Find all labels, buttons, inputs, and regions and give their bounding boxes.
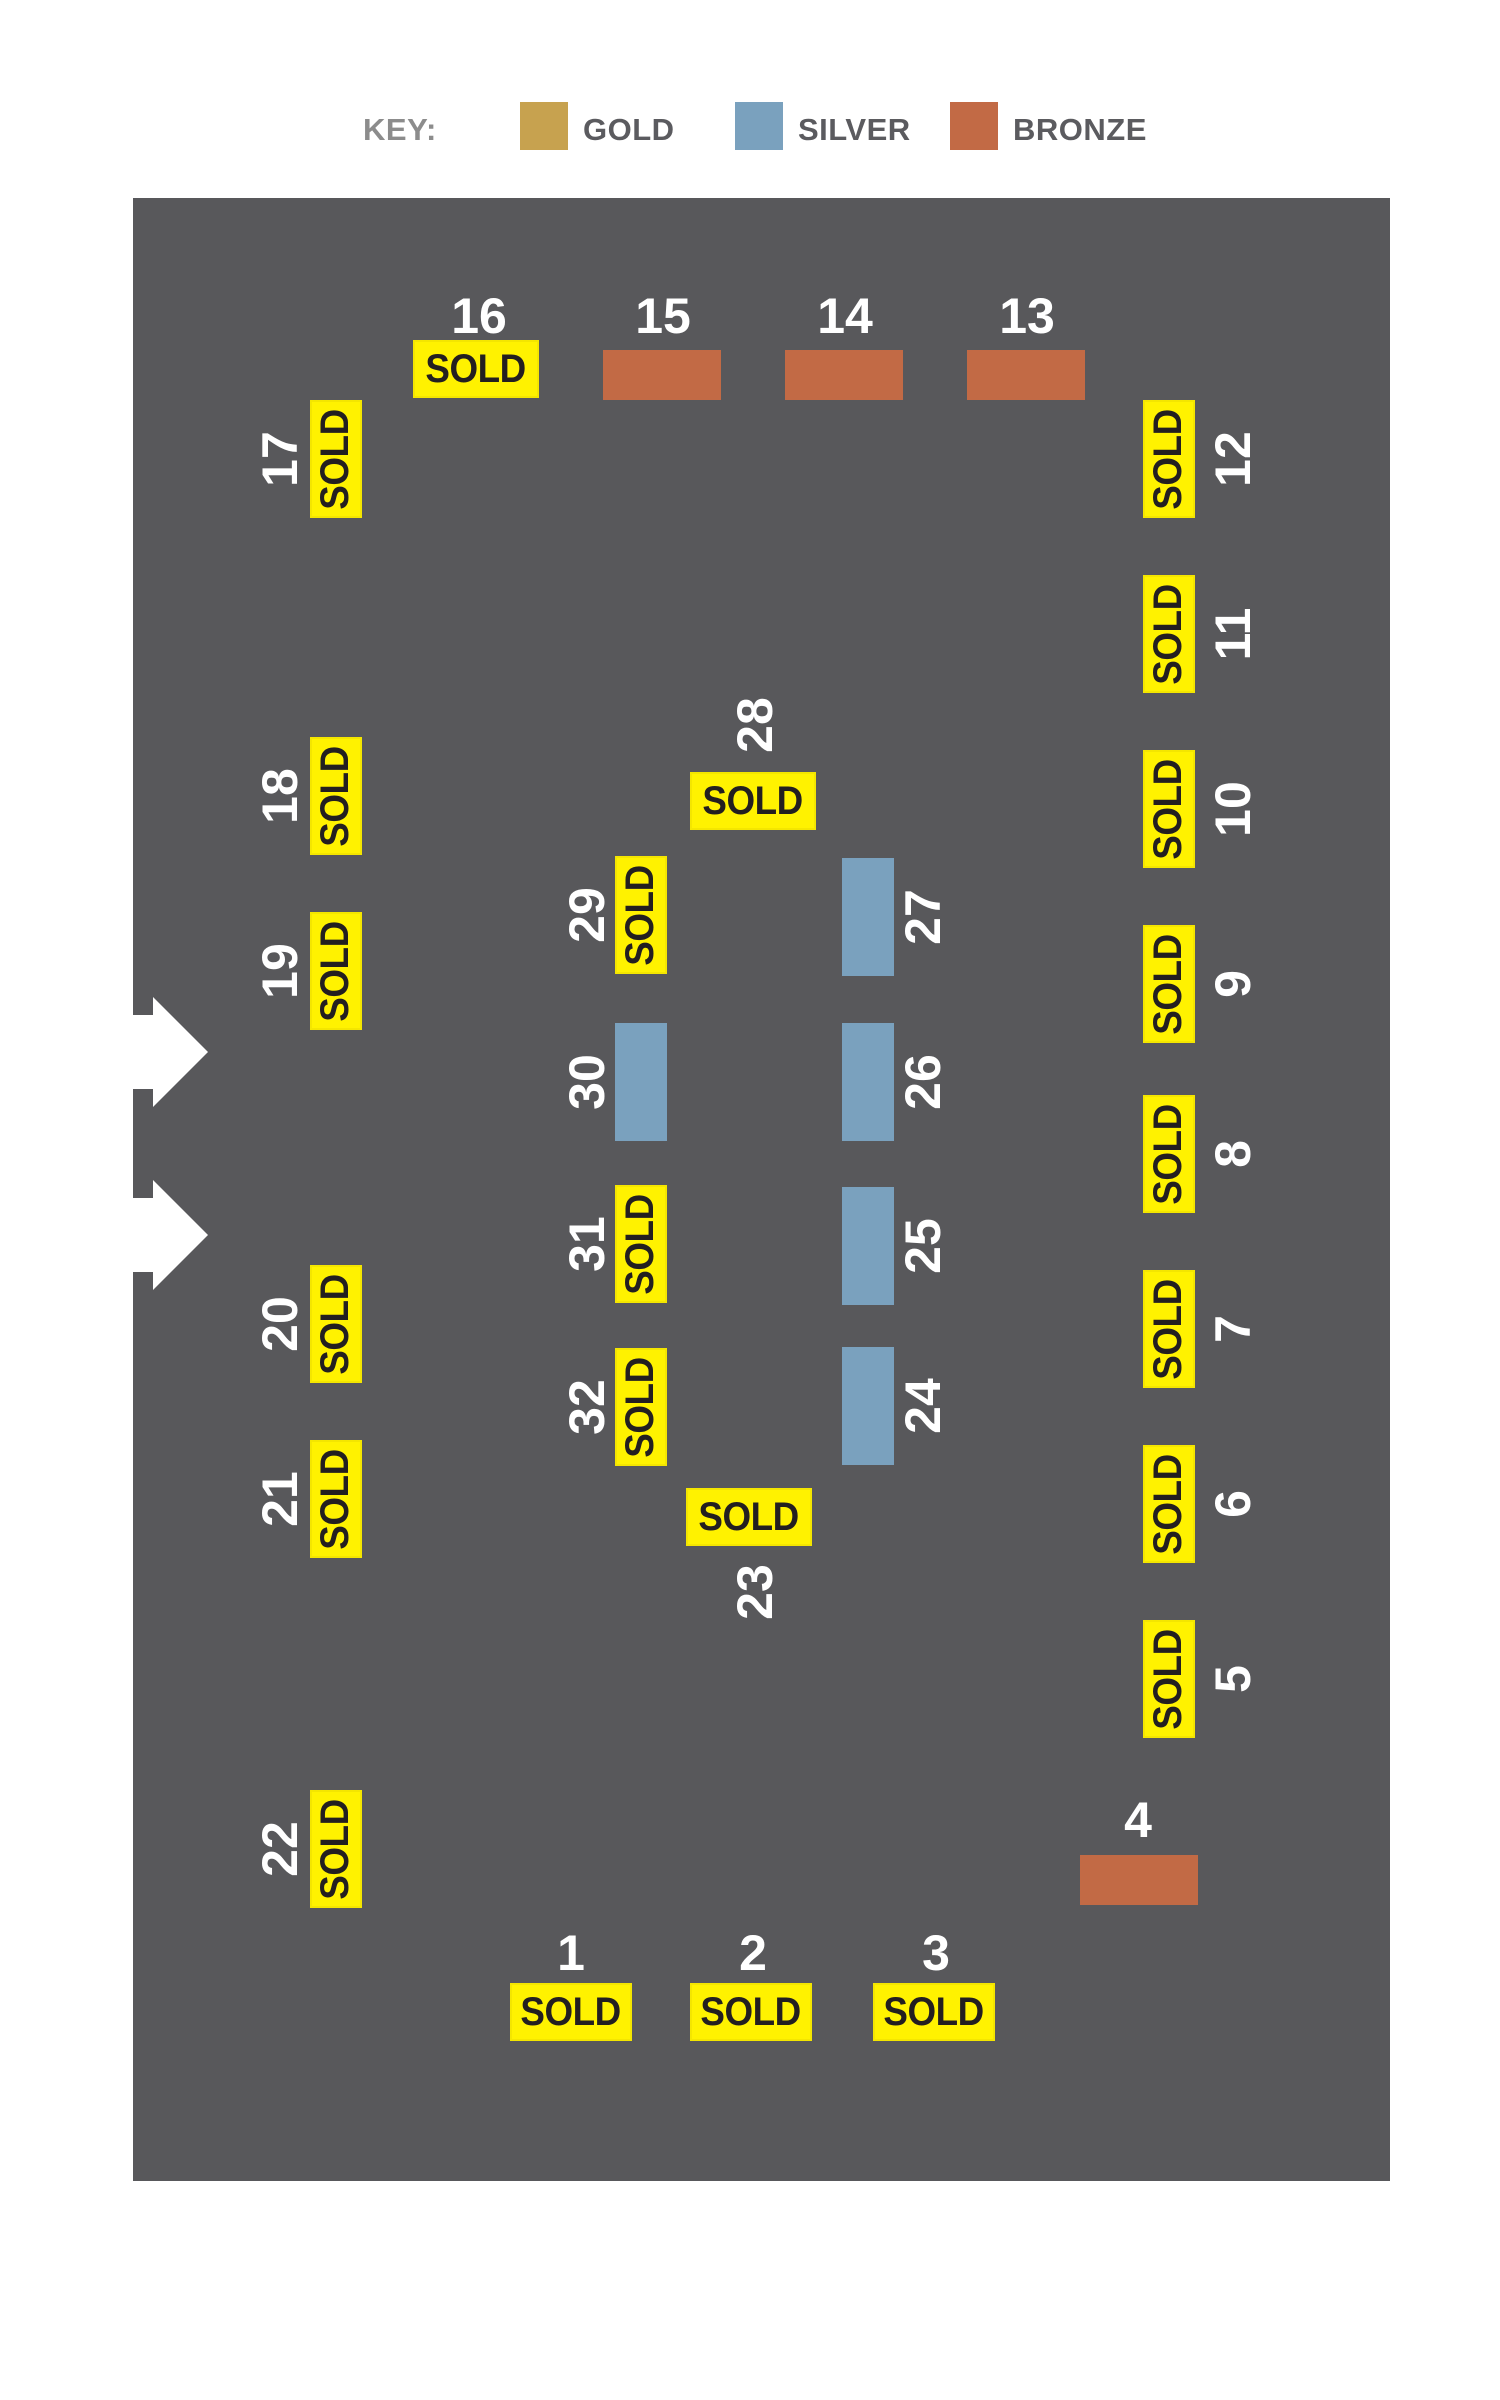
gold-key-label: GOLD <box>583 112 675 147</box>
booth-number: 6 <box>1205 1490 1261 1518</box>
booth-number: 21 <box>252 1471 308 1527</box>
booth-number: 20 <box>252 1296 308 1352</box>
booth-number: 8 <box>1205 1140 1261 1168</box>
booth-sold-badge: SOLD <box>510 1983 632 2041</box>
sold-label: SOLD <box>313 1798 358 1900</box>
booth-number: 14 <box>817 288 873 344</box>
booth-number: 32 <box>559 1379 615 1435</box>
booth-sold-badge: SOLD <box>1143 1270 1195 1388</box>
booth-number: 3 <box>922 1925 950 1981</box>
booth-sold-badge: SOLD <box>690 772 816 830</box>
sold-label: SOLD <box>1146 1453 1191 1555</box>
key-label: KEY: <box>363 112 437 147</box>
booth-sold-badge: SOLD <box>686 1488 812 1546</box>
booth-number: 12 <box>1205 431 1261 487</box>
booth-silver-space <box>615 1023 667 1141</box>
booth-bronze-space <box>785 350 903 400</box>
sold-label: SOLD <box>1146 583 1191 685</box>
booth-number: 10 <box>1205 781 1261 837</box>
booth-number: 30 <box>559 1054 615 1110</box>
sold-label: SOLD <box>313 745 358 847</box>
booth-sold-badge: SOLD <box>1143 750 1195 868</box>
booth-number: 26 <box>895 1054 951 1110</box>
booth-sold-badge: SOLD <box>310 1265 362 1383</box>
booth-number: 7 <box>1205 1315 1261 1343</box>
sold-label: SOLD <box>520 1989 622 2034</box>
entrance-arrow-upper <box>133 997 208 1107</box>
gold-swatch <box>520 102 568 150</box>
entrance-arrow-lower <box>133 1180 208 1290</box>
booth-silver-space <box>842 1347 894 1465</box>
booth-sold-badge: SOLD <box>1143 925 1195 1043</box>
booth-number: 2 <box>739 1925 767 1981</box>
booth-sold-badge: SOLD <box>615 1348 667 1466</box>
booth-sold-badge: SOLD <box>310 400 362 518</box>
booth-sold-badge: SOLD <box>310 1790 362 1908</box>
booth-sold-badge: SOLD <box>310 1440 362 1558</box>
sold-label: SOLD <box>700 1989 802 2034</box>
sold-label: SOLD <box>1146 408 1191 510</box>
sold-label: SOLD <box>313 1273 358 1375</box>
sold-label: SOLD <box>425 346 527 391</box>
sold-label: SOLD <box>618 1193 663 1295</box>
sold-label: SOLD <box>1146 1103 1191 1205</box>
booth-bronze-space <box>1080 1855 1198 1905</box>
silver-key-label: SILVER <box>798 112 911 147</box>
booth-number: 13 <box>999 288 1055 344</box>
booth-number: 19 <box>252 943 308 999</box>
booth-number: 31 <box>559 1216 615 1272</box>
booth-sold-badge: SOLD <box>310 737 362 855</box>
booth-number: 29 <box>559 887 615 943</box>
booth-number: 9 <box>1205 970 1261 998</box>
booth-sold-badge: SOLD <box>873 1983 995 2041</box>
booth-silver-space <box>842 858 894 976</box>
sold-label: SOLD <box>1146 758 1191 860</box>
sold-label: SOLD <box>1146 1628 1191 1730</box>
booth-number: 11 <box>1205 607 1261 661</box>
booth-sold-badge: SOLD <box>1143 575 1195 693</box>
booth-sold-badge: SOLD <box>615 1185 667 1303</box>
bronze-key-label: BRONZE <box>1013 112 1147 147</box>
key-legend: KEY: GOLD SILVER BRONZE <box>0 96 1500 156</box>
booth-silver-space <box>842 1023 894 1141</box>
booth-number: 17 <box>252 431 308 487</box>
booth-number: 28 <box>727 697 783 753</box>
sold-label: SOLD <box>618 1356 663 1458</box>
sold-label: SOLD <box>618 864 663 966</box>
sold-label: SOLD <box>702 778 804 823</box>
booth-sold-badge: SOLD <box>1143 1620 1195 1738</box>
booth-number: 15 <box>635 288 691 344</box>
sold-label: SOLD <box>313 920 358 1022</box>
booth-number: 5 <box>1205 1665 1261 1693</box>
booth-number: 27 <box>895 889 951 945</box>
booth-number: 22 <box>252 1821 308 1877</box>
booth-number: 25 <box>895 1218 951 1274</box>
silver-swatch <box>735 102 783 150</box>
booth-sold-badge: SOLD <box>1143 1445 1195 1563</box>
sold-label: SOLD <box>883 1989 985 2034</box>
booth-number: 1 <box>557 1925 585 1981</box>
booth-bronze-space <box>967 350 1085 400</box>
booth-number: 24 <box>895 1378 951 1434</box>
booth-sold-badge: SOLD <box>1143 400 1195 518</box>
sold-label: SOLD <box>698 1494 800 1539</box>
booth-silver-space <box>842 1187 894 1305</box>
booth-number: 16 <box>451 288 507 344</box>
booth-number: 23 <box>727 1564 783 1620</box>
sold-label: SOLD <box>1146 1278 1191 1380</box>
sold-label: SOLD <box>313 1448 358 1550</box>
sold-label: SOLD <box>313 408 358 510</box>
booth-number: 18 <box>252 768 308 824</box>
booth-sold-badge: SOLD <box>690 1983 812 2041</box>
booth-sold-badge: SOLD <box>1143 1095 1195 1213</box>
booth-sold-badge: SOLD <box>310 912 362 1030</box>
sold-label: SOLD <box>1146 933 1191 1035</box>
booth-bronze-space <box>603 350 721 400</box>
booth-number: 4 <box>1124 1792 1152 1848</box>
bronze-swatch <box>950 102 998 150</box>
booth-sold-badge: SOLD <box>413 340 539 398</box>
booth-sold-badge: SOLD <box>615 856 667 974</box>
